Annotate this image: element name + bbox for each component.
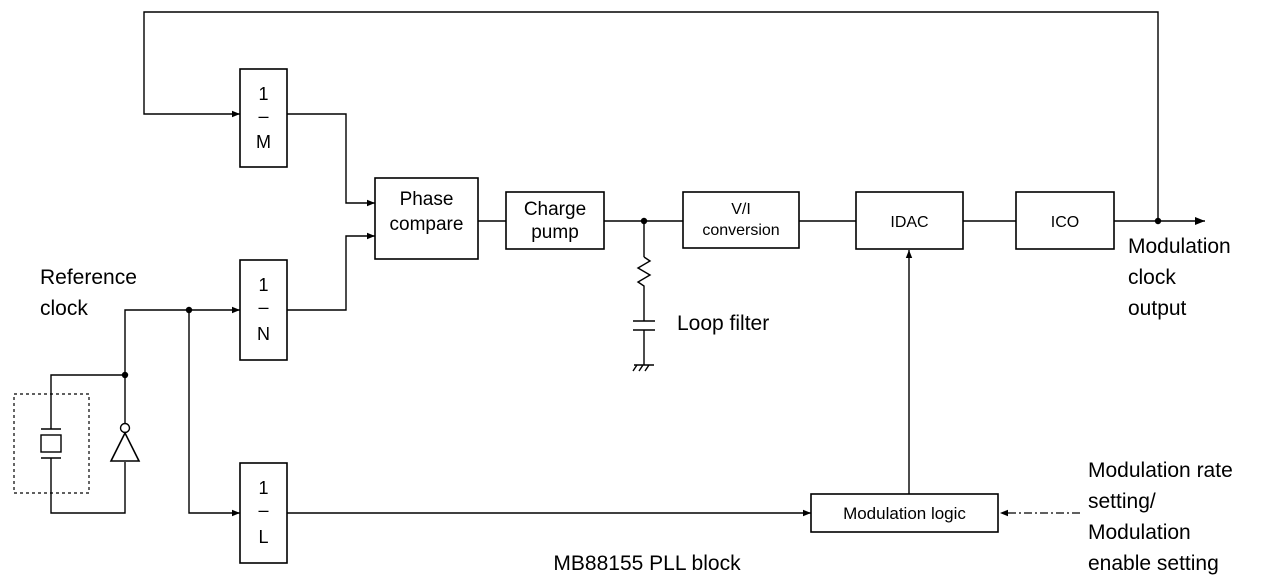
div-l-bar: – [258,500,268,520]
oscillator-dashed-box [13,393,90,494]
div-n-denominator: N [257,324,270,344]
ico-block: ICO [1015,191,1115,250]
reference-clock-label-line1: Reference [40,266,137,289]
divider-m-block: 1 – M [239,68,288,168]
wire-n-to-phase [287,232,375,311]
loop-filter-label: Loop filter [677,312,769,335]
rate-setting-label-line3: Modulation [1088,521,1191,544]
rate-setting-label-line1: Modulation rate [1088,459,1233,482]
junction-output [1154,217,1162,225]
wire-reference [124,306,240,380]
vi-conversion-block: V/I conversion [682,191,800,249]
crystal-body [40,434,62,453]
diagram-caption: MB88155 PLL block [553,552,741,575]
output-label-line3: output [1128,297,1187,320]
vi-conversion-line1: V/I [731,201,751,218]
phase-compare-line2: compare [390,214,464,235]
capacitor-symbol [633,320,655,365]
crystal-symbol [41,428,126,514]
inverter-bubble [119,422,131,434]
modulation-logic-label: Modulation logic [843,504,966,523]
div-l-denominator: L [258,527,268,547]
vi-conversion-line2: conversion [702,222,779,239]
charge-pump-block: Charge pump [505,191,605,250]
ico-label: ICO [1051,214,1079,231]
div-l-numerator: 1 [258,478,268,498]
wire-m-to-phase [287,113,375,207]
div-m-numerator: 1 [258,84,268,104]
feedback-wire [143,11,1159,221]
wire-crystal-top [50,374,125,429]
ground-symbol [632,364,654,372]
div-m-bar: – [258,106,268,126]
rate-setting-label-line2: setting/ [1088,490,1156,513]
idac-block: IDAC [855,191,964,250]
charge-pump-line2: pump [531,222,579,243]
phase-compare-line1: Phase [400,189,454,210]
phase-compare-block: Phase compare [374,177,479,260]
divider-n-block: 1 – N [239,259,288,361]
div-n-numerator: 1 [258,275,268,295]
div-n-bar: – [258,297,268,317]
wire-ref-to-l [188,310,240,517]
output-label-line1: Modulation [1128,235,1231,258]
reference-clock-label-line2: clock [40,297,88,320]
rate-setting-label-line4: enable setting [1088,552,1219,575]
modulation-logic-block: Modulation logic [810,493,999,533]
divider-l-block: 1 – L [239,462,288,564]
inverter-icon [109,431,141,462]
charge-pump-line1: Charge [524,199,586,220]
resistor-symbol [636,256,652,321]
junction-loop-filter [640,217,648,225]
idac-label: IDAC [890,214,928,231]
div-m-denominator: M [256,132,271,152]
output-label-line2: clock [1128,266,1176,289]
